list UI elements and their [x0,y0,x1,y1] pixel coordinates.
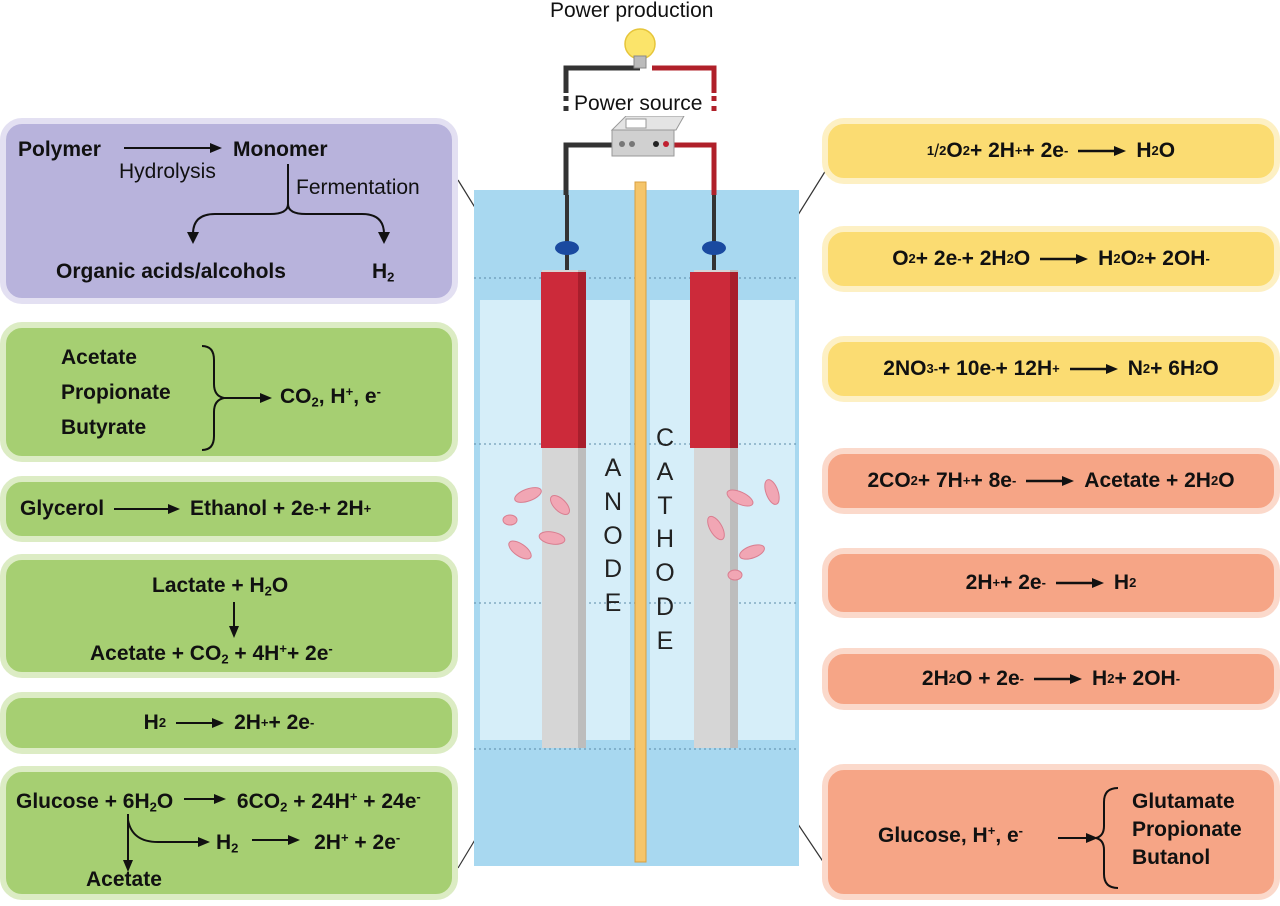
glucose-h2-line: H2 2H+ + 2e- [216,830,401,856]
bacteria-icon [502,479,780,581]
vfa-products-text: CO2, H+, e- [280,384,381,410]
lactate-box: Lactate + H2O Acetate + CO2 + 4H++ 2e- [0,554,458,678]
brace-arrow [201,345,272,451]
propionate-text: Propionate [61,381,171,404]
glucose-line: Glucose + 6H2O 6CO2 + 24H+ + 24e- [16,789,421,815]
branch-arrows [124,143,390,244]
polymer-text: Polymer [18,138,101,161]
lactate-products-line: Acetate + CO2 + 4H++ 2e- [90,641,333,667]
brace-arrow [1058,787,1119,889]
acetate-text: Acetate [61,346,137,369]
fermentation-text: Fermentation [296,176,420,199]
h2-text: H2 [372,260,395,285]
wire-red-top [652,65,717,93]
polymer-hydrolysis-box: Polymer Hydrolysis Monomer Fermentation … [0,118,458,304]
butyrate-text: Butyrate [61,416,147,439]
glutamate-text: Glutamate [1132,790,1235,813]
glucose-reactants-text: Glucose, H+, e- [878,823,1024,848]
organic-acids-text: Organic acids/alcohols [56,260,286,283]
branch-arrows [123,814,210,872]
down-arrow [229,602,239,638]
power-production-label: Power production [550,0,714,22]
monomer-text: Monomer [233,138,328,161]
vfa-oxidation-box: Acetate Propionate Butyrate CO2, H+, e- [0,322,458,462]
cathode-label: C A T H O D E [655,424,675,655]
membrane [634,181,647,863]
glucose-fermentation-box: Glucose, H+, e- Glutamate Propionate But… [822,764,1280,900]
glucose-oxidation-box: Glucose + 6H2O 6CO2 + 24H+ + 24e- H2 2H+… [0,766,458,900]
propionate-text: Propionate [1132,818,1242,841]
wire-black-top [563,65,640,93]
anode-electrode [541,195,586,748]
wire-black-bottom [563,142,612,195]
butanol-text: Butanol [1132,846,1211,869]
anode-label: A N O D E [603,454,623,617]
lactate-line: Lactate + H2O [152,574,289,599]
glycerol-box: Glycerol Ethanol + 2e- + 2H+ [0,476,458,542]
wire-red-bottom [672,142,717,195]
hydrolysis-text: Hydrolysis [119,160,216,183]
glucose-acetate-text: Acetate [86,868,162,891]
power-supply-icon [610,115,685,157]
power-source-label: Power source [572,92,705,116]
light-bulb-icon [624,28,656,69]
cathode-electrode [690,195,738,748]
